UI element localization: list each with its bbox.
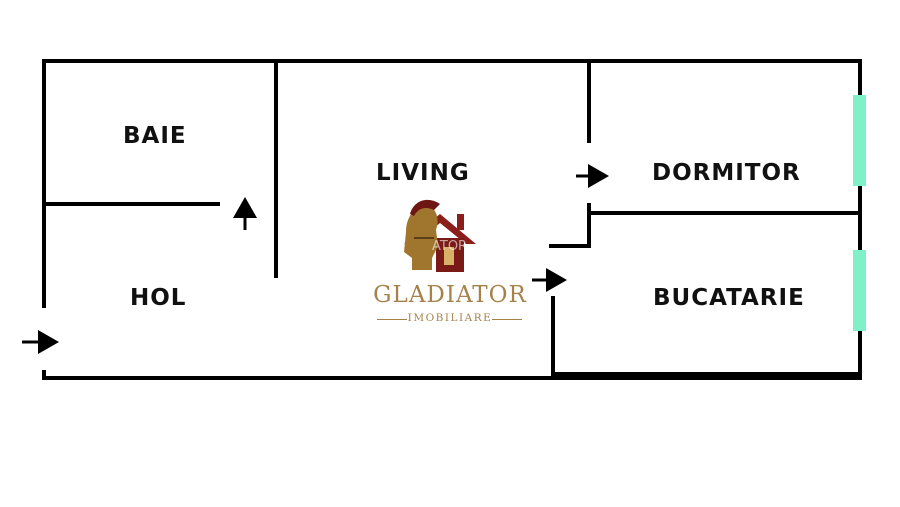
room-label-baie: BAIE [123,123,187,149]
room-label-dormitor: DORMITOR [652,160,801,186]
door-arrows [22,164,609,354]
windows [853,95,866,331]
room-label-living: LIVING [376,160,470,186]
logo-chimney [457,214,464,230]
logo-window [444,247,454,265]
walls [42,59,862,380]
window-dormitor [853,95,866,186]
logo-rule-left [377,319,407,320]
logo-subtitle: IMOBILIARE [407,312,493,324]
window-bucatarie [853,250,866,331]
logo-emblem [404,199,476,272]
room-label-hol: HOL [130,285,187,311]
logo-rule-right [492,319,522,320]
logo-name: GLADIATOR [373,282,527,308]
room-label-bucatarie: BUCATARIE [653,285,805,311]
logo-helmet-crest [410,199,440,216]
logo-watermark-text: ATOR [432,239,467,254]
